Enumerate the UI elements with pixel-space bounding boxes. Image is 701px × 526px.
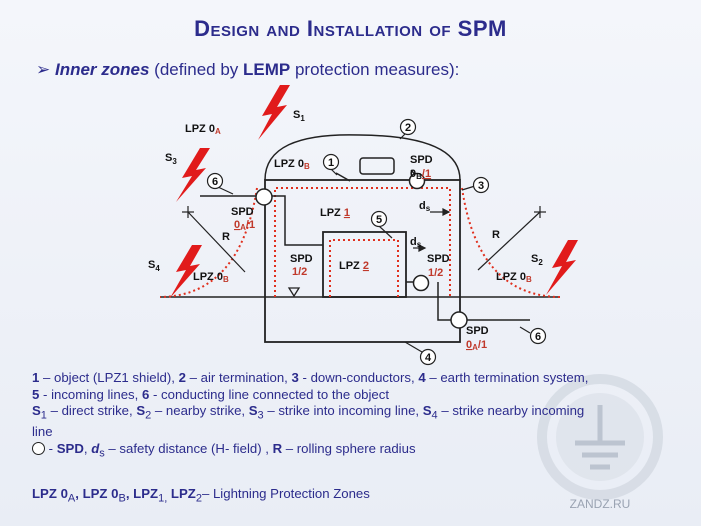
label-s4: S4 <box>148 259 160 273</box>
label-spd-12-right: SPD <box>427 253 450 265</box>
label-r-right: R <box>492 229 500 241</box>
label-s1: S1 <box>293 109 305 123</box>
label-spd-12-left: SPD <box>290 253 313 265</box>
label-lpz0a-top: LPZ 0A <box>185 123 221 136</box>
callout-5: 5 <box>376 214 382 226</box>
lightning-bolts <box>170 85 578 298</box>
label-lpz0b-right: LPZ 0B <box>496 271 532 284</box>
bullet-icon: ➢ <box>36 60 51 79</box>
rolling-sphere-radius <box>182 206 546 273</box>
label-spd-top-zone: 0B/1 <box>410 168 431 181</box>
label-s3: S3 <box>165 152 177 166</box>
label-spd-left: SPD <box>231 206 254 218</box>
legend-line-1: 1 – object (LPZ1 shield), 2 – air termin… <box>32 370 589 385</box>
subtitle-text-1: (defined by <box>149 60 244 79</box>
air-termination <box>264 134 461 181</box>
label-s2: S2 <box>531 253 543 267</box>
legend-line-4: line <box>32 424 53 440</box>
legend-line-3: S1 – direct strike, S2 – nearby strike, … <box>32 403 585 422</box>
label-lpz0b-roof: LPZ 0B <box>274 158 310 171</box>
callout-4: 4 <box>425 352 432 364</box>
callout-6-right: 6 <box>535 331 541 343</box>
label-ds-inner: ds <box>410 236 422 249</box>
spd-0a1-bottom <box>450 311 468 329</box>
legend-line-2: 5 - incoming lines, 6 - conducting line … <box>32 386 390 402</box>
lightning-s4-icon <box>170 245 202 298</box>
label-spd-top: SPD <box>410 154 433 166</box>
lightning-s1-icon <box>258 85 290 140</box>
roof-device <box>359 157 395 175</box>
earth-symbol <box>287 287 301 298</box>
subtitle-italic: Inner zones <box>54 60 150 79</box>
callout-6-left: 6 <box>212 176 218 188</box>
label-ds-outer: ds <box>419 200 431 213</box>
callout-leaders <box>217 132 531 353</box>
label-spd-bottom-zone: 0A/1 <box>466 339 487 352</box>
callout-1: 1 <box>328 157 334 169</box>
subtitle: ➢ Inner zones (defined by LEMP protectio… <box>36 60 459 80</box>
spd-circle-icon <box>32 442 45 456</box>
label-lpz0b-left: LPZ 0B <box>193 271 229 284</box>
callout-3: 3 <box>478 180 484 192</box>
watermark-logo: ZANDZ.RU <box>537 374 663 511</box>
spd-0b1-top <box>408 172 426 190</box>
callout-2: 2 <box>405 122 411 134</box>
callout-circles <box>206 118 547 366</box>
label-lpz2: LPZ 2 <box>339 260 369 272</box>
zones-line: LPZ 0A, LPZ 0B, LPZ1, LPZ2– Lightning Pr… <box>32 486 370 505</box>
spd-0a1-left <box>255 188 273 206</box>
spd-12-right <box>412 274 430 292</box>
label-spd-12-left-zone: 1/2 <box>292 266 307 278</box>
legend: 1 – object (LPZ1 shield), 2 – air termin… <box>32 370 692 462</box>
subtitle-text-2: protection measures): <box>290 60 460 79</box>
label-spd-left-zone: 0A/1 <box>234 219 255 232</box>
callout-numbers: 2 1 3 5 6 6 4 <box>212 122 541 364</box>
watermark-text: ZANDZ.RU <box>570 497 631 511</box>
label-spd-bottom: SPD <box>466 325 489 337</box>
lightning-s2-icon <box>546 240 578 295</box>
legend-line-5: - SPD, ds – safety distance (H- field) ,… <box>32 441 692 462</box>
subtitle-bold: LEMP <box>243 60 291 79</box>
lpz2-box <box>322 231 407 298</box>
zone-boundaries <box>159 187 561 298</box>
label-r-left: R <box>222 231 230 243</box>
page-title: Design and Installation of SPM <box>194 16 507 41</box>
lightning-s3-icon <box>176 148 210 202</box>
spd-symbols <box>255 172 468 329</box>
building-outline <box>264 179 461 343</box>
label-spd-12-right-zone: 1/2 <box>428 267 443 279</box>
safety-distance-arrows <box>413 208 451 252</box>
label-lpz1: LPZ 1 <box>320 207 350 219</box>
